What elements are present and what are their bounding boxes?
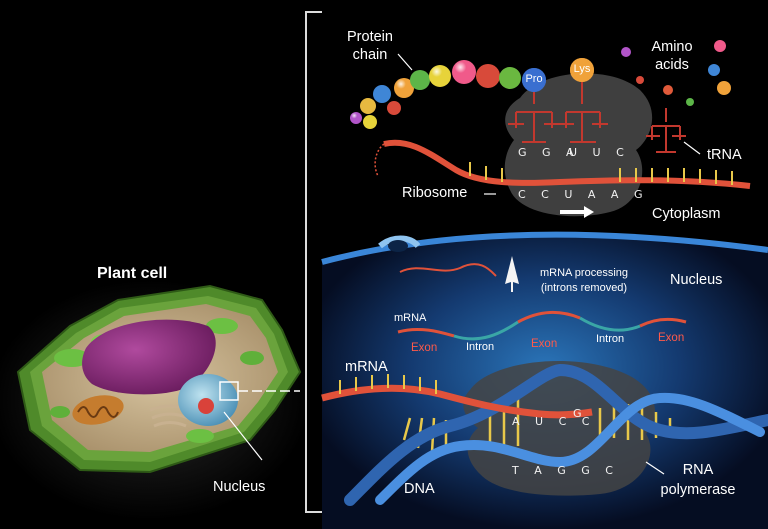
anticodon-gga: G G A — [518, 146, 580, 159]
mitochondrion — [72, 395, 124, 425]
plant-cell-title: Plant cell — [97, 265, 168, 282]
protein-chain-pointer — [397, 53, 413, 71]
chloroplast — [54, 349, 90, 367]
upward-arrow-icon — [505, 256, 519, 292]
cytoplasm-label: Cytoplasm — [652, 206, 721, 222]
mrna-ticks — [339, 374, 437, 394]
plant-cell-illustration — [16, 284, 302, 474]
trna-free — [646, 108, 686, 153]
intron-segment-1 — [453, 320, 519, 341]
trna-pointer — [683, 141, 701, 155]
nuclear-envelope — [321, 231, 768, 265]
pro-label: Pro — [525, 73, 543, 85]
lys-amino-acid — [570, 58, 594, 82]
cytoplasm-mrna-strand — [383, 139, 751, 189]
mitochondrion-cristae — [77, 406, 119, 418]
mrna-large-label: mRNA — [345, 359, 388, 375]
intron-segment-2 — [579, 316, 641, 332]
lys-label: Lys — [573, 63, 591, 75]
intron-label-1: Intron — [466, 341, 495, 353]
transcribed-mrna-strand — [321, 384, 593, 419]
exon-label-2: Exon — [531, 338, 558, 350]
dna-strand-back — [344, 363, 768, 506]
anticodon-uuc: U U C — [569, 146, 630, 159]
ribosome-label: Ribosome — [402, 185, 468, 201]
pro-amino-acid — [522, 68, 546, 92]
free-amino-acids — [621, 40, 731, 106]
cell-nucleus-label: Nucleus — [213, 479, 266, 495]
mrna-processing-label-2: (introns removed) — [540, 282, 628, 294]
trna-pro — [508, 92, 560, 143]
trna-lys — [556, 82, 608, 143]
rna-polymerase-pointer — [645, 461, 665, 475]
bracket — [305, 11, 322, 513]
nuclear-pore — [378, 235, 421, 249]
chloroplast — [206, 318, 238, 334]
chloroplast — [240, 351, 264, 365]
exon-label-3: Exon — [658, 332, 685, 344]
dna-helix — [344, 363, 768, 506]
processed-mrna-strand — [399, 263, 497, 277]
exon-segment-2 — [517, 310, 581, 324]
amino-acids-label-1: Amino — [651, 39, 693, 55]
chloroplast — [50, 406, 70, 418]
protein-chain-label-1: Protein — [347, 29, 393, 45]
exon-segment-3 — [639, 317, 687, 328]
protein-chain-label-2: chain — [352, 47, 388, 63]
codon-sequence: C C U A A G — [518, 188, 649, 201]
rna-bases-sequence: A U C C — [512, 415, 596, 428]
rna-polymerase-label-1: RNA — [682, 462, 714, 478]
amino-acids-label-2: acids — [655, 57, 689, 73]
mrna-tail — [374, 143, 385, 177]
trna-label: tRNA — [707, 147, 742, 163]
nucleus-region-label: Nucleus — [670, 272, 723, 288]
central-vacuole — [82, 319, 216, 395]
pre-mrna-label: mRNA — [394, 312, 427, 324]
rna-polymerase-label-2: polymerase — [660, 482, 736, 498]
dna-bases-sequence: T A G G C — [512, 464, 619, 477]
nucleolus — [198, 398, 214, 414]
white-arrow-icon — [560, 206, 594, 218]
exon-segment-1 — [397, 328, 455, 338]
mrna-processing-label-1: mRNA processing — [539, 267, 629, 279]
intron-label-2: Intron — [596, 333, 625, 345]
cytoplasm-mrna-ticks — [469, 162, 733, 185]
dna-label: DNA — [404, 481, 435, 497]
chloroplast — [186, 429, 214, 443]
dna-strand-front — [375, 392, 765, 505]
trna-molecules — [508, 82, 686, 153]
exon-label-1: Exon — [411, 342, 438, 354]
rna-base-g: G — [573, 407, 588, 420]
nuclear-pore-hole — [388, 240, 408, 252]
nucleus-pointer — [223, 411, 263, 461]
